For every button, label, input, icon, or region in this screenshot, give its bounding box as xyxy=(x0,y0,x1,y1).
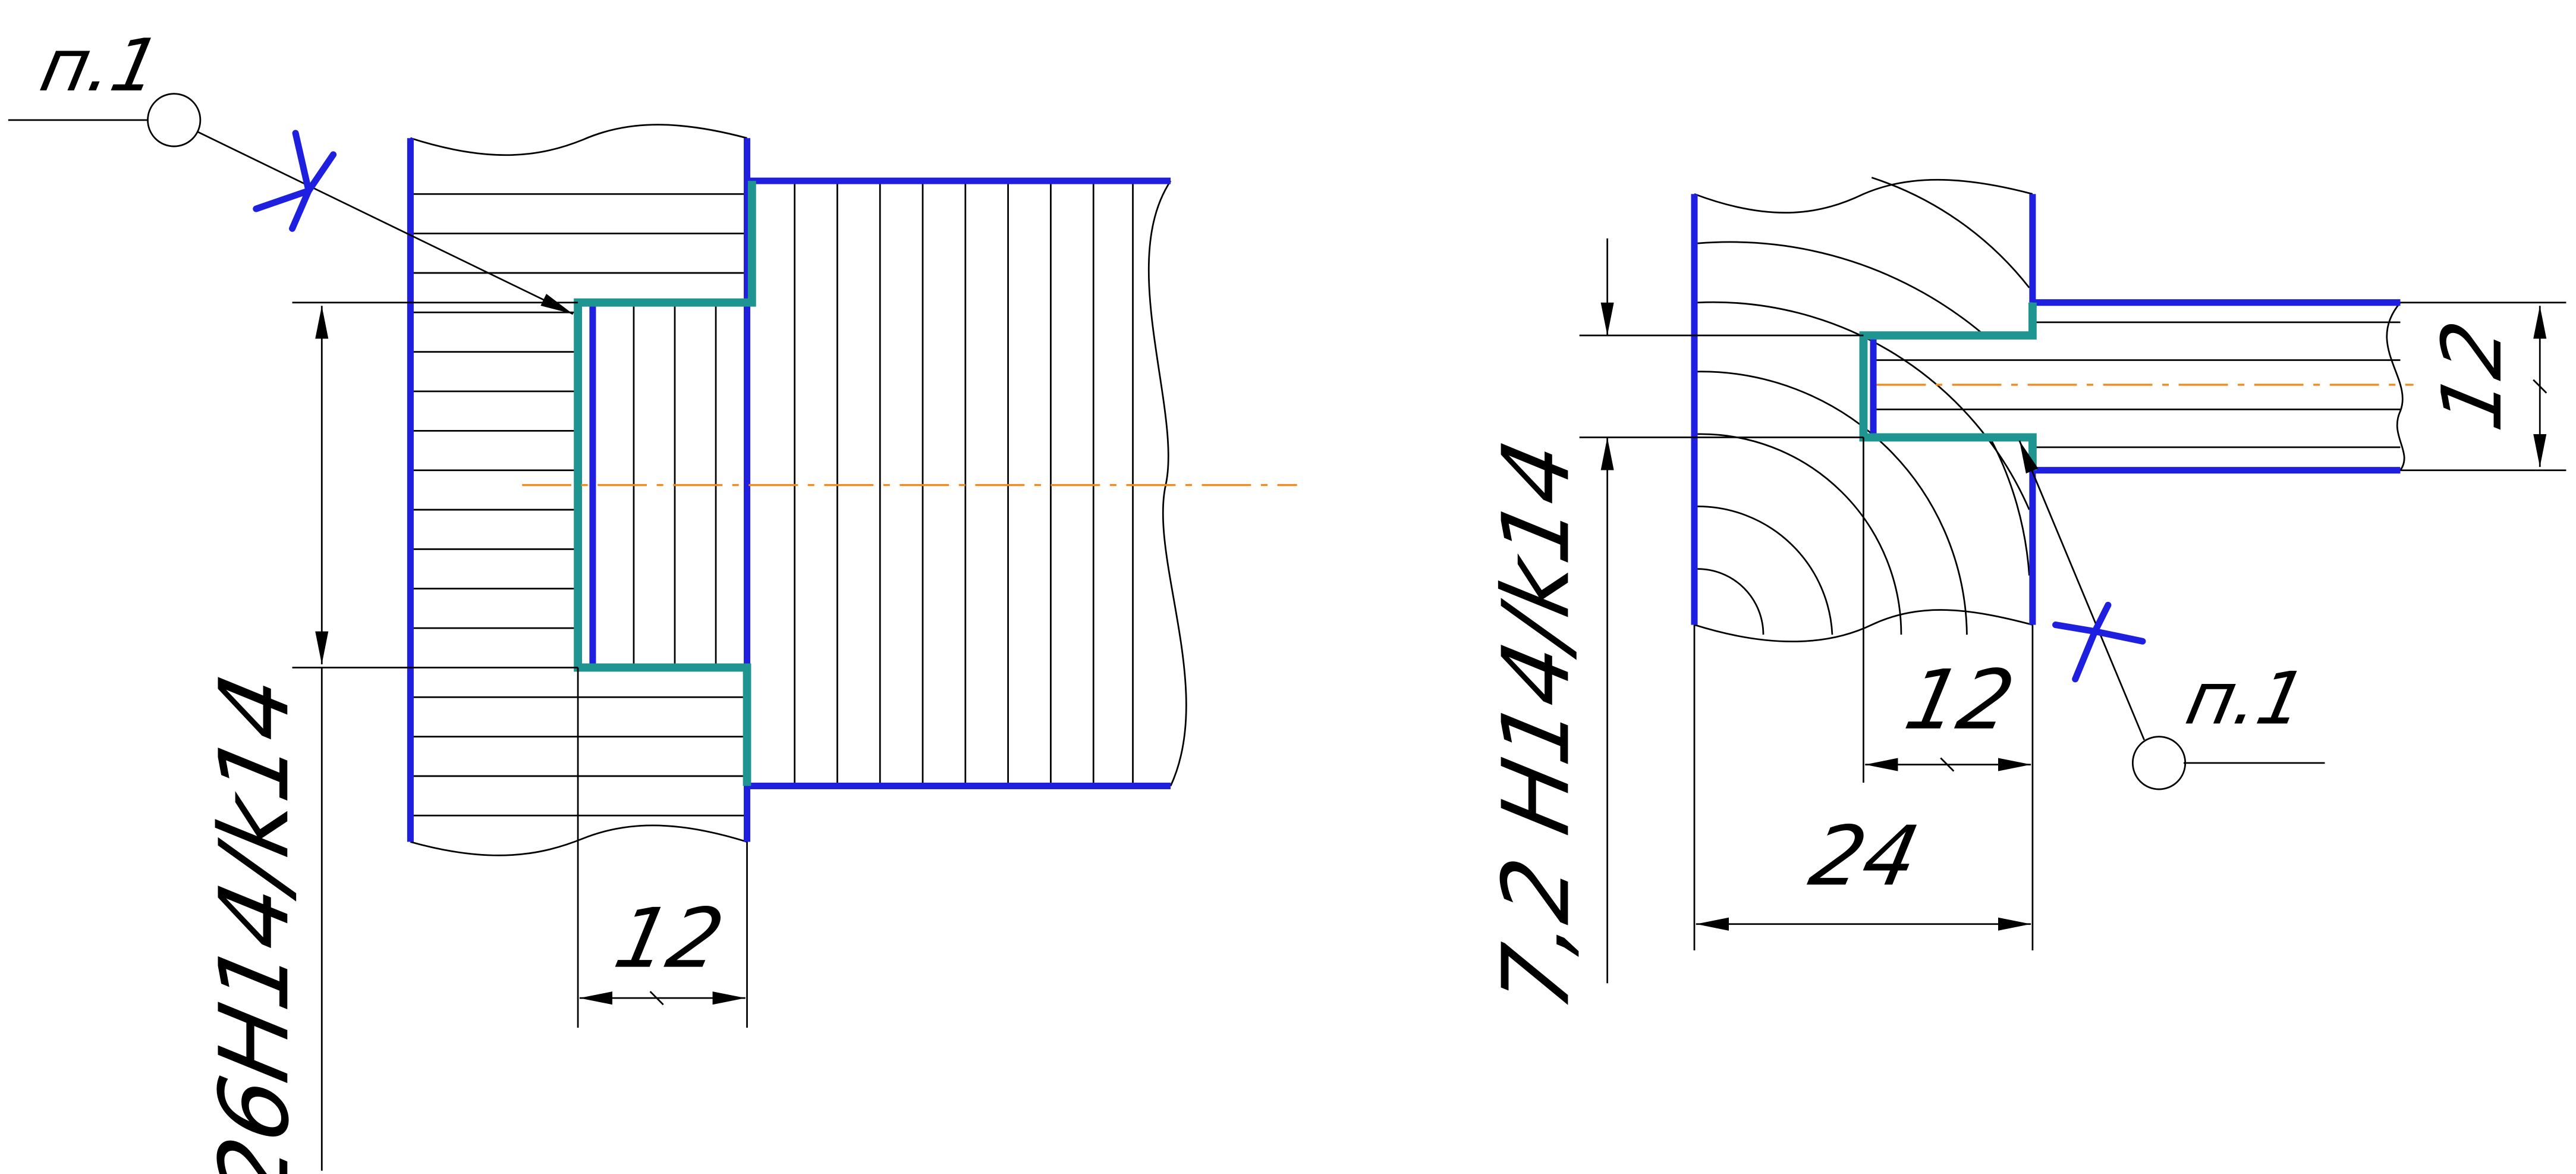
right-view-diameter-label: 7,2 H14/k14 xyxy=(1483,432,1590,1018)
left-width-dimension xyxy=(577,667,748,1028)
right-view-leader-label: п.1 xyxy=(2179,657,2313,740)
left-marker-star xyxy=(253,130,337,232)
right-view-break-right xyxy=(2386,302,2405,471)
right-view-depth-dimension xyxy=(1693,624,2034,950)
left-leader xyxy=(8,93,574,315)
left-width-label: 12 xyxy=(607,890,732,986)
right-break-line xyxy=(1147,180,1187,787)
right-view-diameter-dimension xyxy=(1579,238,1864,984)
right-view-break-bottom xyxy=(1694,609,2033,642)
right-view-leader xyxy=(2018,440,2325,790)
right-view-marker-star xyxy=(2052,601,2146,683)
right-view-depth-label: 24 xyxy=(1802,808,1927,904)
left-diameter-label: 26H14/k14 xyxy=(200,666,310,1174)
right-view: 7,2 H14/k14 12 12 24 п.1 xyxy=(1483,177,2566,1018)
right-view-leader-circle xyxy=(2131,736,2187,790)
right-view-arc-hatching xyxy=(1697,177,2030,635)
right-view-height-dimension xyxy=(2400,302,2566,472)
right-view-groove-outline xyxy=(1859,302,2037,470)
right-part-hatching xyxy=(633,181,1134,786)
right-view-break-top xyxy=(1694,178,2033,214)
right-view-contour xyxy=(1691,194,2401,625)
left-leader-label: п.1 xyxy=(33,23,167,107)
left-diameter-dimension xyxy=(292,302,578,1171)
left-groove-outline xyxy=(574,181,756,786)
right-view-width-label: 12 xyxy=(1898,652,2023,748)
right-view-width-dimension xyxy=(1863,437,2031,783)
right-view-height-label: 12 xyxy=(2424,313,2520,438)
left-break-line-top xyxy=(410,124,747,156)
right-view-shaft-hatching xyxy=(1872,321,2401,448)
left-leader-circle xyxy=(147,93,202,147)
left-view: 26H14/k14 12 п.1 xyxy=(8,23,1297,1174)
left-break-line-bottom xyxy=(410,824,747,856)
